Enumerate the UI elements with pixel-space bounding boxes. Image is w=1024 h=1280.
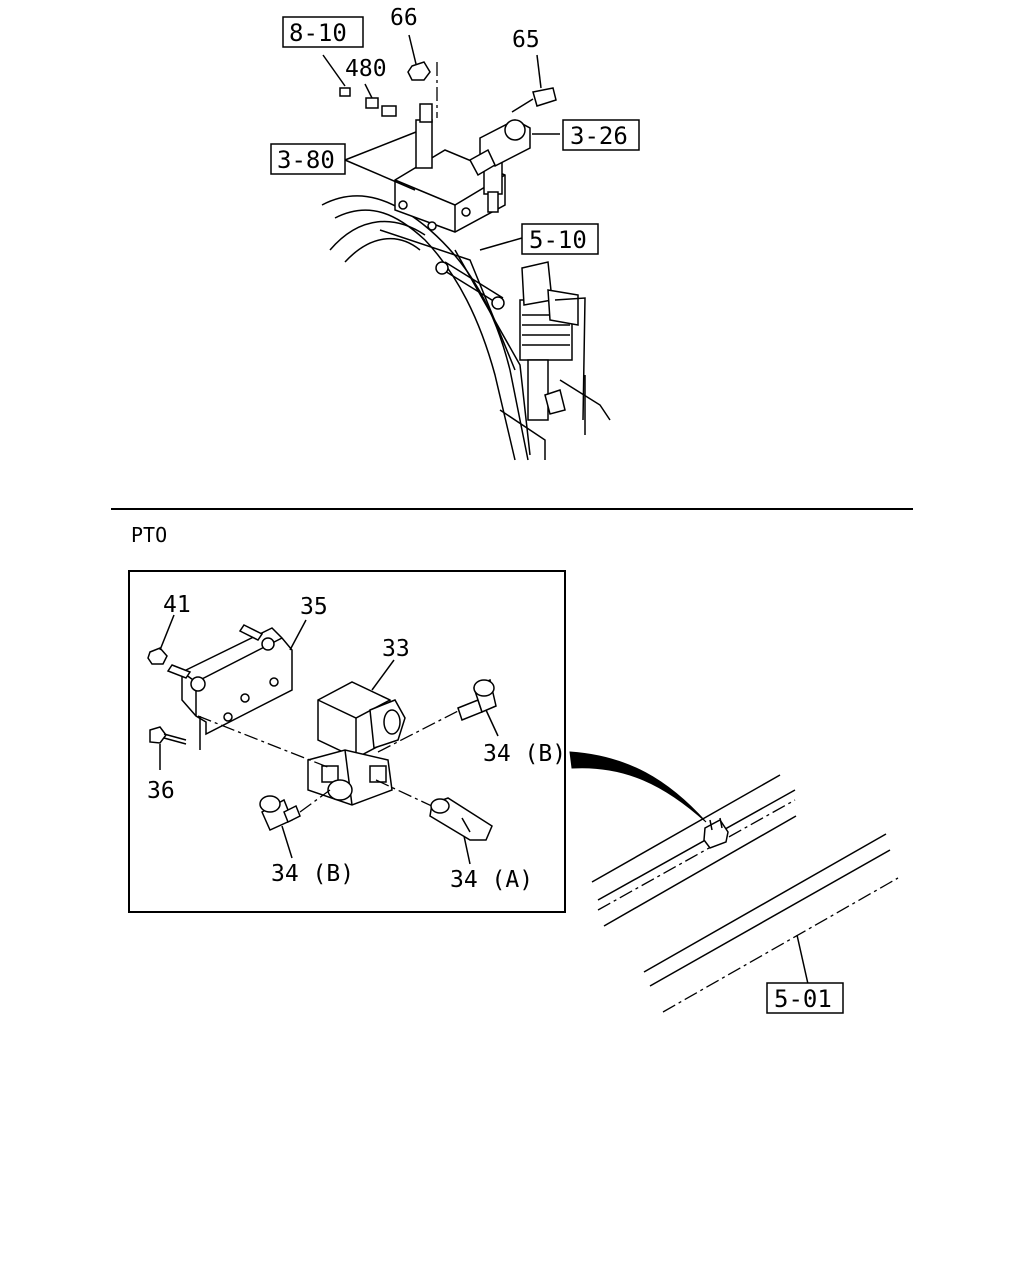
section-label-pto: PTO (131, 523, 167, 547)
ref-box-8-10 (282, 16, 364, 48)
part-65: 65 (512, 27, 540, 53)
ref-5-10: 5-10 (529, 226, 587, 254)
frame-rail-drawing (591, 774, 899, 1013)
part-34b-right: 34 (B) (483, 741, 566, 767)
ref-8-10: 8-10 (289, 19, 347, 47)
ref-box-5-01 (766, 982, 844, 1014)
ref-3-26: 3-26 (570, 122, 628, 150)
callout-arrow (569, 751, 707, 823)
part-33: 33 (382, 636, 410, 662)
ref-box-3-80 (270, 143, 346, 175)
part-66: 66 (390, 5, 418, 31)
part-34a: 34 (A) (450, 867, 533, 893)
ref-box-5-10 (521, 223, 599, 255)
inset-drawing (147, 614, 499, 865)
ref-box-3-26 (562, 119, 640, 151)
part-480: 480 (345, 56, 387, 82)
part-36: 36 (147, 778, 175, 804)
part-34b-left: 34 (B) (271, 861, 354, 887)
part-41: 41 (163, 592, 191, 618)
ref-5-01: 5-01 (774, 985, 832, 1013)
ref-3-80: 3-80 (277, 146, 335, 174)
top-assembly-drawing (321, 34, 611, 461)
part-35: 35 (300, 594, 328, 620)
